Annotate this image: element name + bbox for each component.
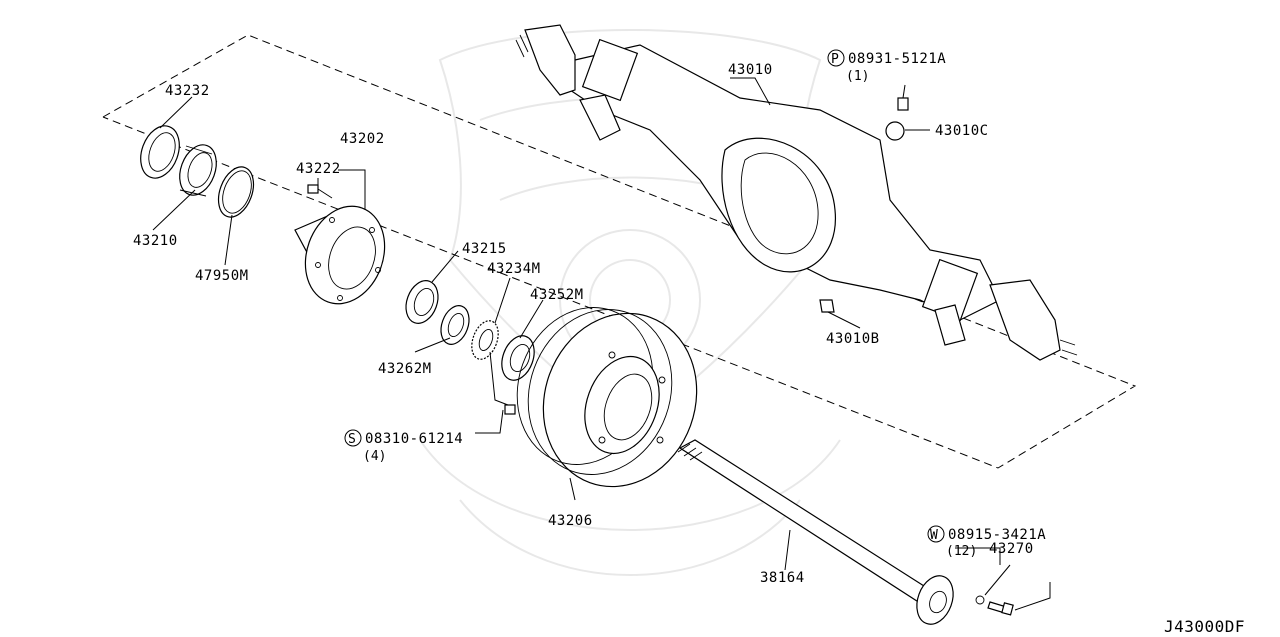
label-43234M: 43234M	[487, 261, 541, 277]
callout-p: P 08931-5121A (1)	[827, 49, 946, 84]
leader-lines	[152, 77, 1051, 611]
callout-p-symbol: P	[831, 52, 839, 67]
callout-p-qty: (1)	[846, 69, 869, 84]
callout-p-number: 08931-5121A	[848, 51, 946, 67]
inner-seal	[501, 335, 535, 381]
label-43252M: 43252M	[530, 287, 584, 303]
label-43215: 43215	[462, 241, 507, 257]
callout-w-symbol: W	[930, 528, 938, 543]
label-43010B: 43010B	[826, 331, 880, 347]
callout-s: S 08310-61214 (4)	[344, 429, 463, 464]
hub-bolt	[307, 184, 333, 199]
label-43262M: 43262M	[378, 361, 432, 377]
label-43232: 43232	[165, 83, 210, 99]
callout-s-qty: (4)	[363, 449, 386, 464]
bearing-outer	[179, 144, 217, 197]
oil-seal	[140, 125, 180, 179]
axle-shaft	[677, 439, 954, 625]
label-43270: 43270	[989, 541, 1034, 557]
toothed-plate	[471, 320, 499, 360]
label-43010: 43010	[728, 62, 773, 78]
callout-w-qty: (12)	[946, 544, 977, 559]
bearing-inner	[405, 280, 439, 324]
label-43210: 43210	[133, 233, 178, 249]
callout-s-circle	[344, 429, 362, 447]
label-47950M: 47950M	[195, 268, 249, 284]
part-labels: 43232 43210 47950M 43222 43202 43215 432…	[133, 62, 1034, 586]
callout-s-symbol: S	[348, 432, 356, 447]
callout-w-number: 08915-3421A	[948, 527, 1046, 543]
wheel-hub	[294, 205, 386, 305]
shaft-bolt-washer	[975, 595, 1014, 616]
brake-drum	[516, 307, 698, 488]
diagram-code: J43000DF	[1164, 617, 1245, 636]
label-38164: 38164	[760, 570, 805, 586]
label-43222: 43222	[296, 161, 341, 177]
label-43010C: 43010C	[935, 123, 989, 139]
callout-w: W 08915-3421A (12)	[927, 525, 1046, 559]
o-ring	[217, 166, 255, 218]
callout-w-circle	[927, 525, 945, 543]
drum-bolt	[504, 404, 516, 415]
lock-washer	[440, 305, 470, 345]
callout-s-number: 08310-61214	[365, 431, 463, 447]
callout-p-circle	[827, 49, 845, 67]
label-43202: 43202	[340, 131, 385, 147]
assembly-boundary	[102, 34, 1137, 469]
label-43206: 43206	[548, 513, 593, 529]
axle-housing	[515, 24, 1078, 361]
